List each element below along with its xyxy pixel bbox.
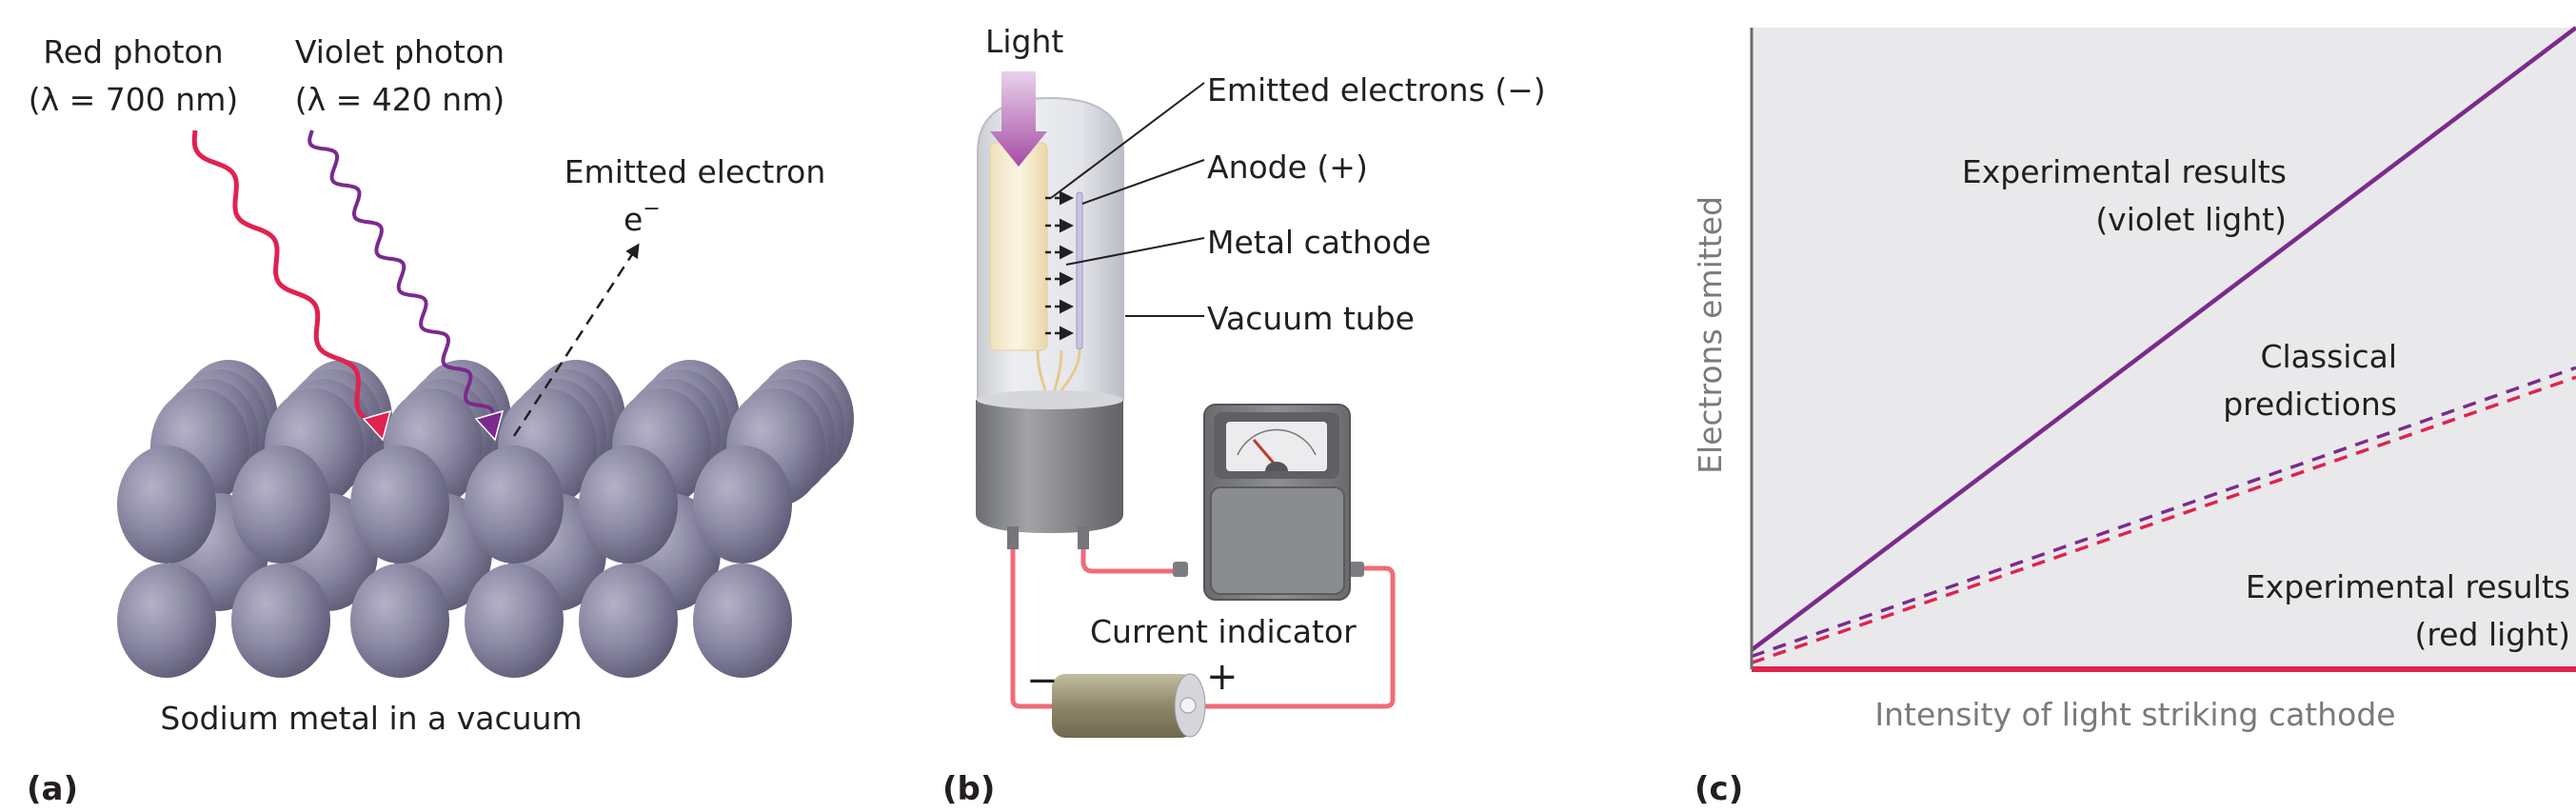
sodium-atom (579, 564, 678, 678)
callout-metal-cathode: Metal cathode (1207, 224, 1431, 261)
panel-label-c: (c) (1694, 770, 1743, 808)
panel-a: Red photon (λ = 700 nm) Violet photon (λ… (27, 33, 854, 808)
y-axis-label: Electrons emitted (1692, 196, 1729, 474)
annotation-2-line-1: (red light) (2415, 616, 2570, 653)
panel-b: Light Cur (942, 23, 1546, 808)
anode-rod (1076, 191, 1083, 350)
red-photon-arrowhead-icon (362, 409, 392, 442)
red-photon-wavelength: (λ = 700 nm) (29, 81, 238, 118)
chart-annotations: Experimental results (violet light) Classi… (1962, 153, 2570, 653)
tube-pin-right (1078, 526, 1089, 549)
annotation-0-line-0: Experimental results (1962, 153, 2287, 190)
x-axis-label: Intensity of light striking cathode (1874, 696, 2395, 733)
annotation-2-line-0: Experimental results (2246, 568, 2570, 605)
electron-symbol: e− (624, 197, 661, 238)
sodium-atom (465, 446, 564, 564)
meter-dial (1226, 422, 1327, 471)
current-meter (1173, 404, 1364, 601)
sodium-atom (693, 446, 792, 564)
tube-pin-left (1007, 526, 1019, 549)
sodium-atom (693, 564, 792, 678)
current-indicator-label: Current indicator (1090, 613, 1357, 650)
sodium-atom (350, 564, 449, 678)
annotation-0-line-1: (violet light) (2095, 201, 2287, 238)
leader-emitted-electrons (1050, 82, 1205, 199)
sodium-atom (231, 446, 330, 564)
meter-needle-icon (1252, 439, 1278, 467)
callout-vacuum-tube: Vacuum tube (1207, 300, 1415, 337)
emitted-electron-arrows (1045, 190, 1074, 341)
leader-metal-cathode (1065, 237, 1205, 266)
leader-anode (1081, 159, 1205, 205)
wire-cathode-to-battery (1010, 549, 1057, 709)
sodium-atom (465, 564, 564, 678)
sodium-atom (117, 446, 216, 564)
sodium-atom (579, 446, 678, 564)
wire-anode-to-meter (1080, 549, 1185, 574)
series-line-1 (1751, 366, 2576, 659)
light-label: Light (985, 23, 1063, 60)
emitted-electron-label: Emitted electron (565, 153, 826, 190)
violet-photon-wavelength: (λ = 420 nm) (295, 81, 505, 118)
sodium-caption: Sodium metal in a vacuum (160, 700, 582, 737)
battery-minus-label: − (1026, 659, 1059, 703)
sodium-atom (350, 446, 449, 564)
violet-photon-arrowhead-icon (474, 409, 505, 442)
annotation-1-line-1: predictions (2223, 386, 2397, 423)
light-arrow-icon (990, 71, 1047, 167)
series-line-0 (1750, 26, 2576, 652)
sodium-atom (231, 564, 330, 678)
chart-series (1750, 26, 2576, 672)
series-line-2 (1751, 375, 2576, 664)
wire-meter-to-battery (1188, 565, 1396, 709)
vacuum-tube-base (976, 400, 1123, 533)
panel-label-a: (a) (27, 770, 78, 808)
red-photon-wave-icon (191, 129, 379, 426)
battery-plus-label: + (1206, 655, 1238, 699)
panel-label-b: (b) (942, 770, 995, 808)
metal-cathode (989, 142, 1048, 351)
callout-anode: Anode (+) (1207, 149, 1368, 186)
battery (1052, 673, 1206, 738)
violet-photon-wave-icon (307, 129, 495, 425)
tube-base-rim (977, 390, 1123, 409)
sodium-atom (117, 564, 216, 678)
panel-c: Experimental results (violet light) Classi… (1692, 26, 2576, 808)
plot-area (1752, 28, 2576, 669)
red-photon-title: Red photon (43, 33, 223, 70)
annotation-1-line-0: Classical (2260, 338, 2397, 375)
callout-emitted-electrons: Emitted electrons (−) (1207, 71, 1546, 109)
violet-photon-title: Violet photon (295, 33, 505, 70)
